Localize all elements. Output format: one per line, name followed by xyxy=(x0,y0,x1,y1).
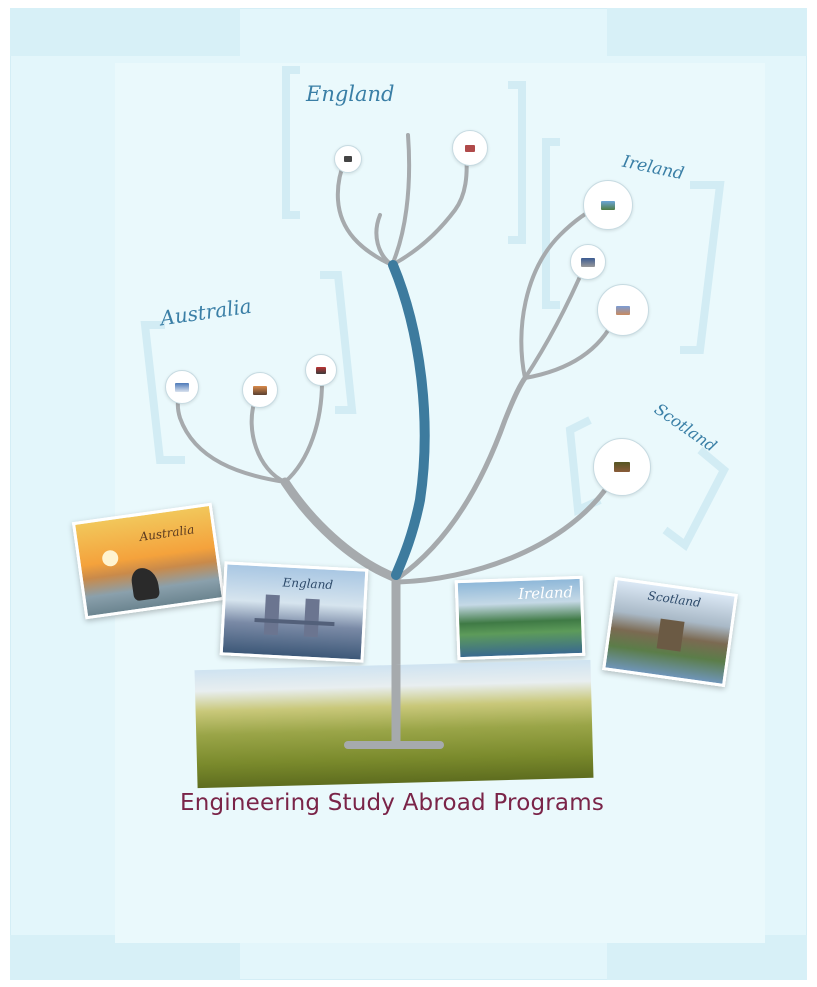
scotland-bubble[interactable] xyxy=(593,438,651,496)
background-corner xyxy=(10,8,240,56)
australia-bracket-left xyxy=(140,321,185,464)
branch-scotland xyxy=(395,487,608,585)
england-photo-caption: England xyxy=(282,575,334,592)
ireland-bubble[interactable] xyxy=(583,180,633,230)
scotland-bracket-right xyxy=(662,446,730,552)
branch-australia xyxy=(280,477,401,583)
branch-england-center xyxy=(390,133,412,267)
image-icon xyxy=(253,385,267,395)
sun-shape xyxy=(101,549,120,568)
page-title: Engineering Study Abroad Programs xyxy=(179,790,604,816)
image-icon xyxy=(344,156,352,162)
australia-bubble[interactable] xyxy=(165,370,199,404)
branch-ireland xyxy=(395,375,528,581)
castle-shape xyxy=(656,618,685,652)
australia-bubble[interactable] xyxy=(305,354,337,386)
australia-bracket-right xyxy=(320,271,357,414)
branch-australia-middle xyxy=(249,398,287,484)
england-bubble[interactable] xyxy=(452,130,488,166)
ireland-bubble[interactable] xyxy=(597,284,649,336)
australia-photo[interactable]: Australia xyxy=(71,502,226,620)
ireland-photo[interactable]: Ireland xyxy=(454,575,586,661)
wheat-field-photo xyxy=(194,659,594,789)
scotland-photo[interactable]: Scotland xyxy=(602,576,738,688)
branch-england-left xyxy=(335,158,394,267)
england-bracket-right xyxy=(508,81,526,244)
image-icon xyxy=(465,144,475,152)
ireland-photo-caption: Ireland xyxy=(517,583,574,604)
region-label-england: England xyxy=(306,82,395,106)
image-icon xyxy=(616,305,630,315)
australia-bubble[interactable] xyxy=(242,372,278,408)
image-icon xyxy=(175,382,189,392)
ireland-bubble[interactable] xyxy=(570,244,606,280)
scotland-photo-caption: Scotland xyxy=(646,588,702,610)
branch-australia-right xyxy=(283,380,324,484)
highlighted-trunk-path xyxy=(388,260,430,580)
tower-bridge-shape xyxy=(303,598,320,638)
image-icon xyxy=(581,257,595,267)
branch-ireland-bottom xyxy=(523,316,617,380)
ireland-bracket-left xyxy=(542,138,560,309)
branch-england-short xyxy=(374,213,394,267)
image-icon xyxy=(601,200,615,210)
poster-panel xyxy=(115,63,765,943)
england-photo[interactable]: England xyxy=(219,561,369,663)
background-corner xyxy=(607,8,807,56)
kangaroo-silhouette xyxy=(130,566,161,602)
tower-bridge-shape xyxy=(263,594,280,636)
england-bubble[interactable] xyxy=(334,145,362,173)
england-bracket-left xyxy=(282,66,300,219)
australia-photo-caption: Australia xyxy=(138,522,196,544)
ireland-bracket-right xyxy=(680,181,725,354)
branch-england-right xyxy=(390,150,469,267)
image-icon xyxy=(614,462,630,472)
image-icon xyxy=(316,366,326,374)
